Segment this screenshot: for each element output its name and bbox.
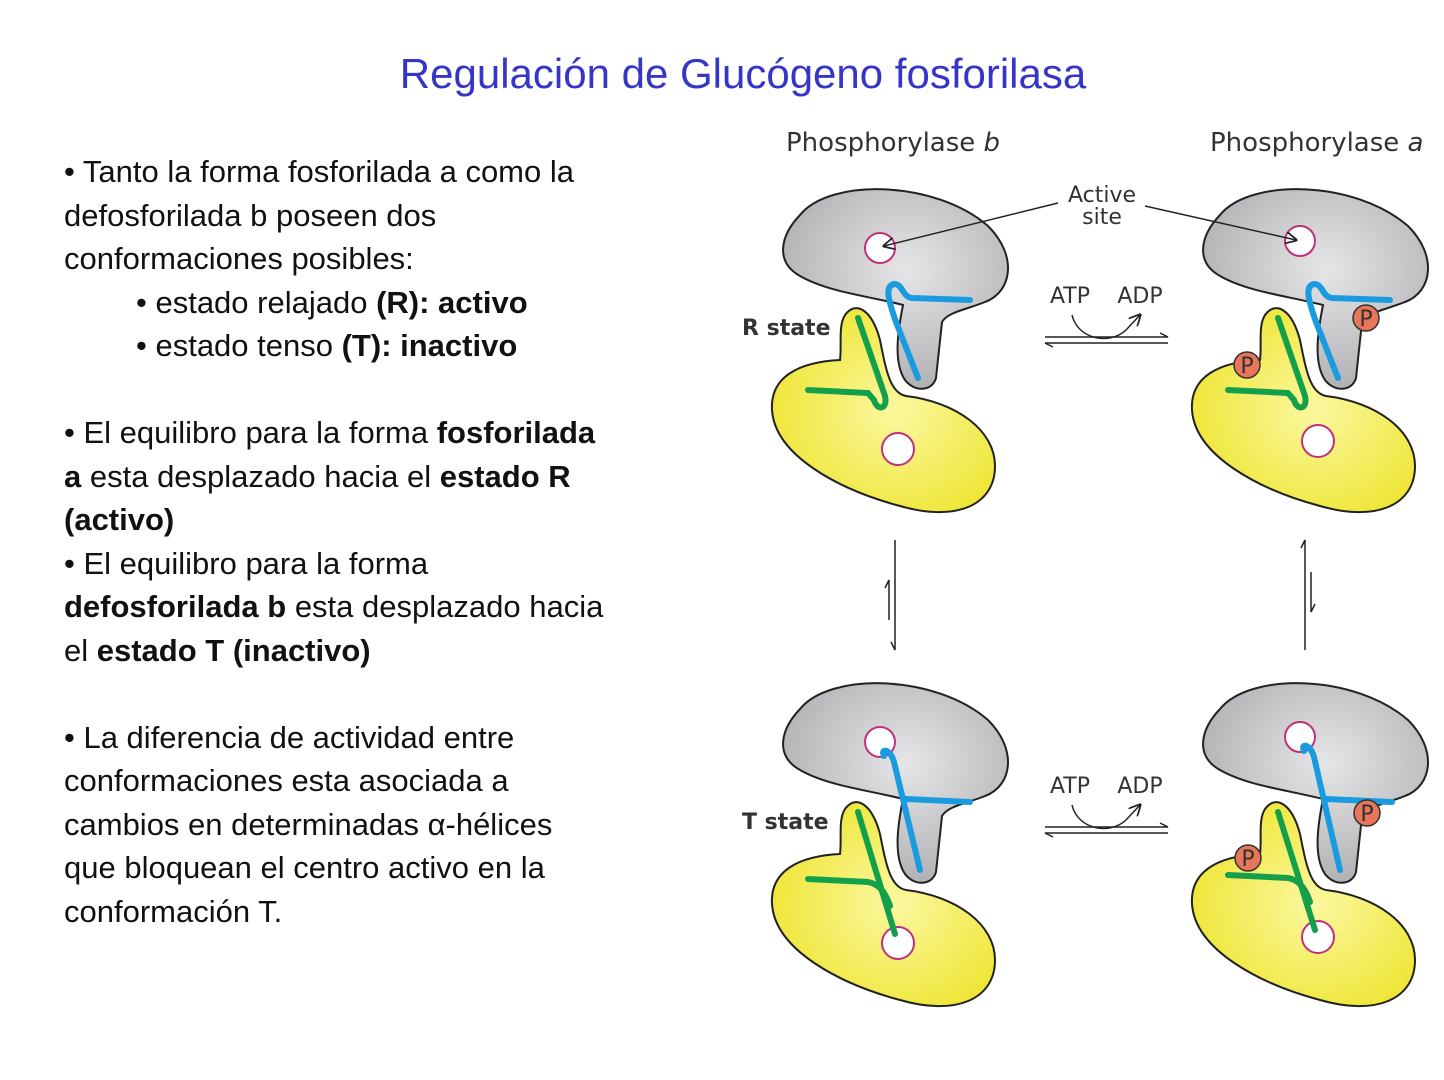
text: esta desplazado hacia [286, 589, 604, 624]
bold-text: (R): activo [376, 284, 528, 320]
sub-bullet-tense: • estado tenso (T): inactivo [64, 324, 724, 368]
bold-text: (T): inactivo [341, 328, 518, 363]
svg-text:P: P [1359, 307, 1372, 332]
pointer-line [884, 202, 1059, 246]
phosphorylase-b-r-state [770, 188, 1010, 514]
svg-text:ATP: ATP [1050, 284, 1090, 309]
label-active-site: Active [1068, 183, 1136, 208]
svg-text:P: P [1240, 354, 1253, 379]
bold-text: estado T (inactivo) [96, 632, 371, 668]
text: • estado relajado [136, 284, 377, 320]
text-line: (activo) [64, 498, 724, 542]
phosphorylase-b-t-state [770, 682, 1010, 1008]
text: • El equilibro para la forma [64, 415, 437, 450]
svg-text:P: P [1241, 847, 1254, 872]
equilibrium-arrow-b [884, 540, 896, 651]
text-line: conformación T. [64, 893, 283, 929]
text-line: que bloquean el centro activo en la [64, 850, 545, 885]
text: el [64, 632, 97, 668]
active-site-ring [881, 432, 915, 466]
text-line: • Tanto la forma fosforilada a como la [64, 154, 574, 189]
text-line: • La diferencia de actividad entre [64, 719, 515, 755]
blue-helix [885, 280, 973, 381]
equilibrium-arrow-r: ATP ADP [1044, 284, 1169, 348]
phosphorylase-a-t-state [1190, 682, 1430, 1008]
label-active-site: site [1082, 205, 1122, 230]
text-line: conformaciones esta asociada a [64, 763, 509, 798]
green-helix [805, 315, 889, 411]
label-phosphorylase-a: Phosphorylase a [1210, 128, 1423, 158]
bold-text: estado R [439, 458, 571, 494]
text-line: cambios en determinadas α-hélices [64, 806, 553, 842]
label-r-state: R state [742, 316, 831, 341]
text-line: • El equilibro para la forma fosforilada [64, 411, 724, 455]
slide-title: Regulación de Glucógeno fosforilasa [399, 50, 1087, 97]
text: • estado tenso [136, 328, 342, 363]
bold-text: fosforilada [436, 415, 596, 450]
svg-text:ADP: ADP [1117, 284, 1162, 309]
phosphate-group: P P P P [1233, 304, 1381, 872]
text-line: defosforilada b esta desplazado hacia [64, 585, 724, 629]
text-line: a esta desplazado hacia el estado R [64, 455, 724, 499]
svg-text:ATP: ATP [1050, 774, 1090, 799]
text: esta desplazado hacia el [81, 458, 440, 494]
sub-bullet-relaxed: • estado relajado (R): activo [64, 281, 724, 325]
text-line: defosforilada b poseen dos [64, 197, 437, 233]
phosphorylase-a-r-state [1190, 188, 1430, 514]
text-line: conformaciones posibles: [64, 241, 414, 276]
bold-text: defosforilada b [64, 589, 287, 624]
active-site-ring [864, 232, 896, 264]
bold-text: (activo) [64, 502, 175, 537]
svg-text:ADP: ADP [1117, 774, 1162, 799]
equilibrium-arrow-a [1300, 539, 1316, 650]
text-line: el estado T (inactivo) [64, 629, 724, 673]
equilibrium-arrow-t: ATP ADP [1044, 774, 1169, 838]
label-phosphorylase-b: Phosphorylase b [786, 128, 1000, 158]
text-line: • El equilibro para la forma [64, 545, 429, 581]
pointer-line [1144, 205, 1296, 240]
svg-text:P: P [1360, 802, 1373, 827]
label-t-state: T state [742, 810, 829, 835]
slide-body: • Tanto la forma fosforilada a como la d… [64, 150, 724, 933]
bold-text: a [64, 458, 82, 494]
